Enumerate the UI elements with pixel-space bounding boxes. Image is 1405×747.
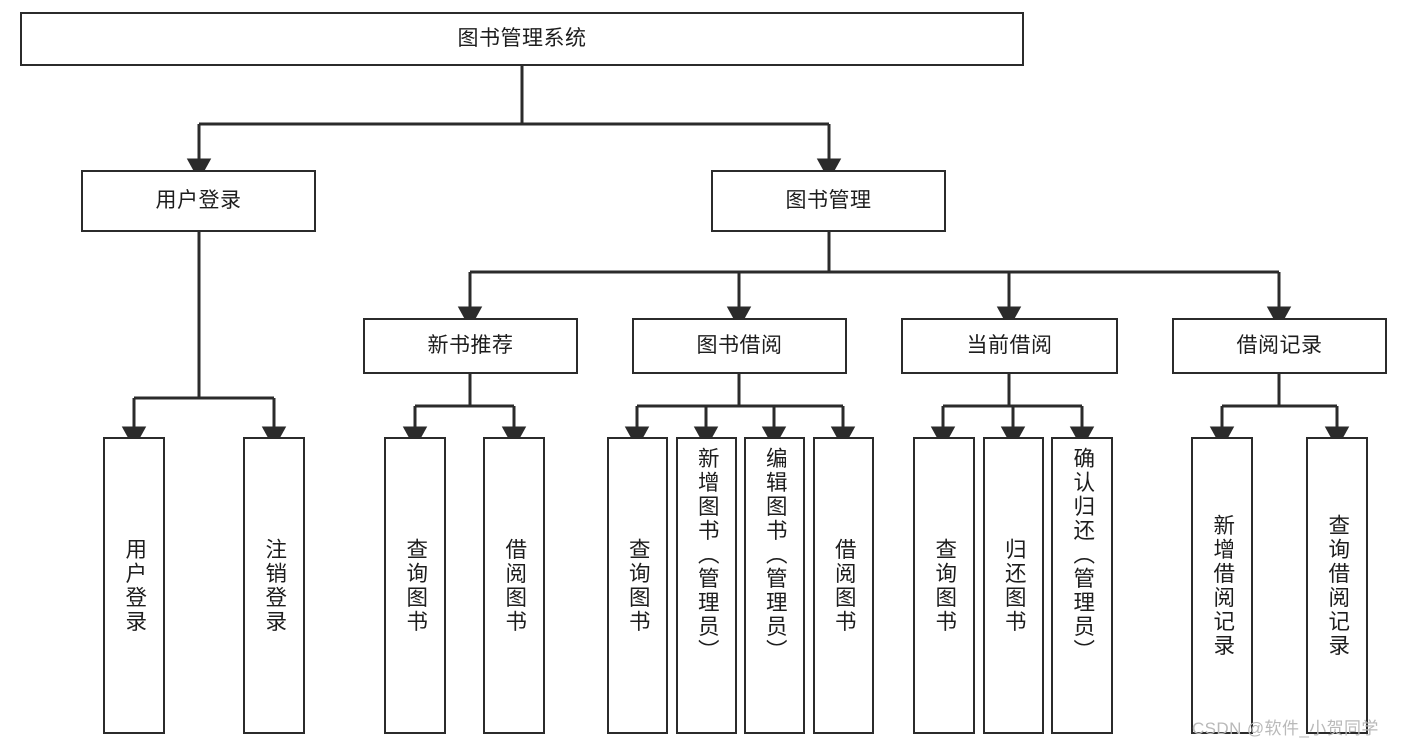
node-book-borrow[interactable]: 图书借阅 (632, 318, 847, 374)
leaf-user-login[interactable]: 用户登录 (103, 437, 165, 734)
leaf-edit-book-admin[interactable]: 编辑图书（管理员） (744, 437, 805, 734)
leaf-add-borrow-record[interactable]: 新增借阅记录 (1191, 437, 1253, 734)
node-label: 图书管理系统 (457, 26, 587, 50)
watermark: CSDN @软件_小贺同学 (1192, 719, 1379, 738)
node-label: 查询借阅记录 (1325, 513, 1350, 658)
node-label: 借阅图书 (502, 537, 527, 634)
node-label: 查询图书 (932, 537, 957, 634)
node-user-login[interactable]: 用户登录 (81, 170, 316, 232)
node-label: 借阅图书 (832, 537, 857, 634)
leaf-confirm-return-admin[interactable]: 确认归还（管理员） (1051, 437, 1113, 734)
node-label: 图书借阅 (696, 333, 783, 357)
node-root-book-management-system[interactable]: 图书管理系统 (20, 12, 1024, 66)
node-label: 用户登录 (122, 537, 147, 634)
node-borrow-record[interactable]: 借阅记录 (1172, 318, 1387, 374)
node-label: 新增借阅记录 (1210, 513, 1235, 658)
node-label: 查询图书 (626, 537, 651, 634)
leaf-add-book-admin[interactable]: 新增图书（管理员） (676, 437, 737, 734)
leaf-borrow-book[interactable]: 借阅图书 (813, 437, 874, 734)
leaf-query-borrow-record[interactable]: 查询借阅记录 (1306, 437, 1368, 734)
node-label: 借阅记录 (1236, 333, 1323, 357)
node-current-borrow[interactable]: 当前借阅 (901, 318, 1118, 374)
node-label: 新增图书（管理员） (695, 447, 720, 663)
node-book-management[interactable]: 图书管理 (711, 170, 946, 232)
node-label: 新书推荐 (427, 333, 514, 357)
leaf-return-book[interactable]: 归还图书 (983, 437, 1044, 734)
node-label: 查询图书 (403, 537, 428, 634)
leaf-query-book-current[interactable]: 查询图书 (913, 437, 975, 734)
leaf-query-book-borrow[interactable]: 查询图书 (607, 437, 668, 734)
node-label: 归还图书 (1002, 537, 1027, 634)
node-label: 确认归还（管理员） (1070, 447, 1095, 663)
node-new-book-recommend[interactable]: 新书推荐 (363, 318, 578, 374)
leaf-user-logout[interactable]: 注销登录 (243, 437, 305, 734)
leaf-borrow-book-recommend[interactable]: 借阅图书 (483, 437, 545, 734)
node-label: 用户登录 (155, 188, 242, 212)
node-label: 当前借阅 (966, 333, 1053, 357)
node-label: 编辑图书（管理员） (763, 447, 788, 663)
leaf-query-book-recommend[interactable]: 查询图书 (384, 437, 446, 734)
node-label: 图书管理 (785, 188, 872, 212)
node-label: 注销登录 (262, 537, 287, 634)
